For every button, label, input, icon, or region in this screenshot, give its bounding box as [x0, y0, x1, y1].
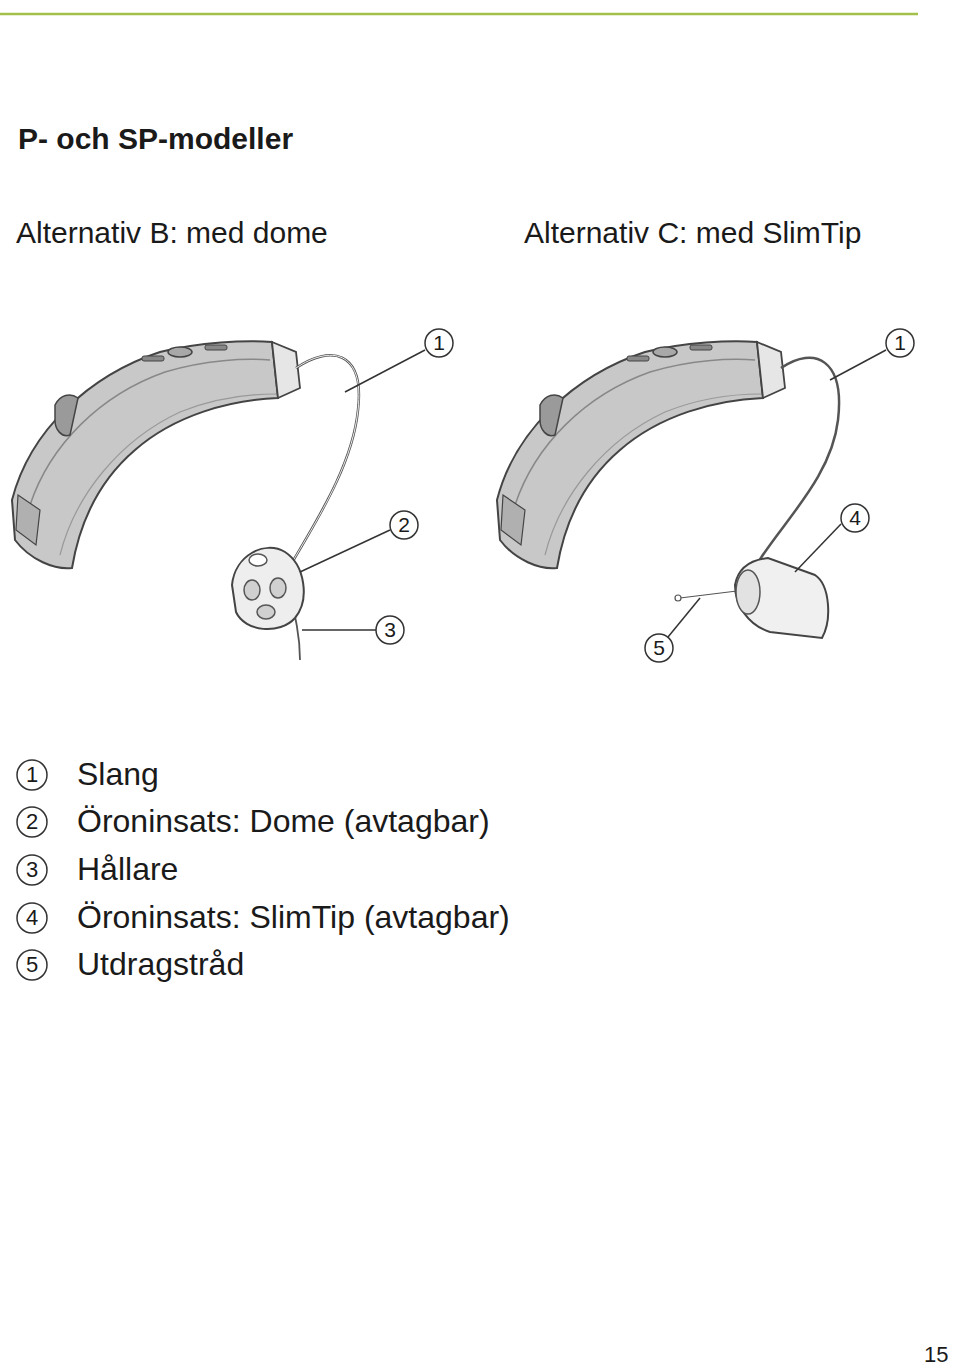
tube: [745, 358, 839, 590]
callout-number: 5: [645, 634, 673, 662]
part-name: Öroninsats: Dome (avtagbar): [77, 803, 490, 840]
tube: [285, 355, 359, 575]
callout-number: 2: [390, 511, 418, 539]
callout-number: 1: [17, 760, 47, 790]
callout-number: 2: [17, 807, 47, 837]
part-name: Hållare: [77, 851, 178, 888]
callout-number: 3: [17, 855, 47, 885]
page-number: 15: [924, 1342, 948, 1368]
callout-number: 5: [17, 950, 47, 980]
dome: [232, 548, 304, 629]
subtitle: Alternativ B: med dome: [16, 216, 328, 250]
callout-number: 1: [425, 329, 453, 357]
part-name: Slang: [77, 756, 159, 793]
slimtip: [735, 558, 828, 638]
callout-number: 3: [376, 616, 404, 644]
subtitle: Alternativ C: med SlimTip: [524, 216, 861, 250]
part-name: Utdragstråd: [77, 946, 244, 983]
callout-marks: [17, 329, 914, 980]
header-rule: [0, 13, 918, 16]
part-name: Öroninsats: SlimTip (avtagbar): [77, 899, 510, 936]
page-title: P- och SP-modeller: [18, 122, 293, 156]
callout-number: 1: [886, 329, 914, 357]
callout-number: 4: [841, 504, 869, 532]
hearing-aid: [12, 341, 300, 568]
callout-number: 4: [17, 903, 47, 933]
hearing-aid: [497, 341, 785, 568]
